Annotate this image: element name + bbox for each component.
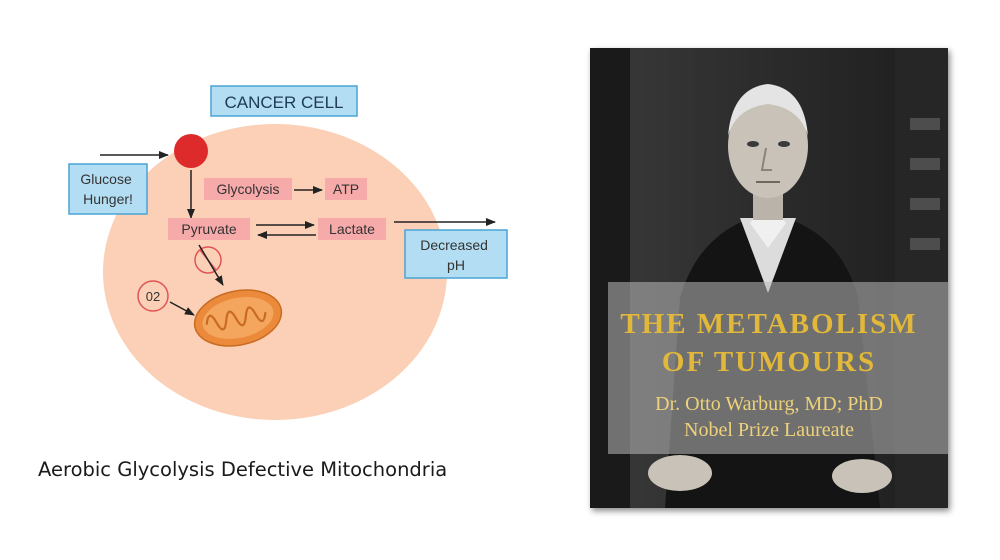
o2-circle	[137, 280, 169, 312]
glycolysis-label: Glycolysis	[216, 181, 279, 197]
o2-label: 02	[146, 289, 160, 304]
glucose-hunger-label: Glucose Hunger!	[80, 171, 135, 207]
pyruvate-label: Pyruvate	[181, 221, 236, 237]
lactate-box	[318, 218, 386, 240]
book-award: Nobel Prize Laureate	[684, 419, 854, 441]
decreased-ph-box	[404, 229, 508, 279]
block-symbol	[194, 246, 222, 274]
decreased-ph-label: Decreased pH	[420, 237, 492, 273]
mitochondrion	[193, 289, 283, 347]
atp-box	[325, 178, 367, 200]
cell-body	[103, 124, 447, 420]
atp-label: ATP	[333, 181, 359, 197]
book-title-line-1: THE METABOLISM	[620, 308, 918, 340]
book-author: Dr. Otto Warburg, MD; PhD	[655, 393, 883, 415]
cancer-cell-header: CANCER CELL	[224, 93, 343, 112]
diagram-caption: Aerobic Glycolysis Defective Mitochondri…	[38, 458, 448, 481]
glucose-molecule	[174, 134, 208, 168]
glycolysis-box	[204, 178, 292, 200]
book-cover: THE METABOLISM OF TUMOURS Dr. Otto Warbu…	[590, 48, 948, 508]
glucose-hunger-box	[68, 163, 148, 215]
lactate-label: Lactate	[329, 221, 375, 237]
pyruvate-to-mitochondria-arrow	[198, 244, 224, 286]
cancer-cell-diagram: CANCER CELL Glucose Hunger! Glycolysis A…	[68, 85, 508, 420]
o2-to-mitochondria-arrow	[169, 301, 195, 316]
pyruvate-box	[168, 218, 250, 240]
cancer-cell-header-box	[210, 85, 358, 117]
book-title-line-2: OF TUMOURS	[661, 346, 877, 378]
book-title-panel	[608, 282, 948, 454]
